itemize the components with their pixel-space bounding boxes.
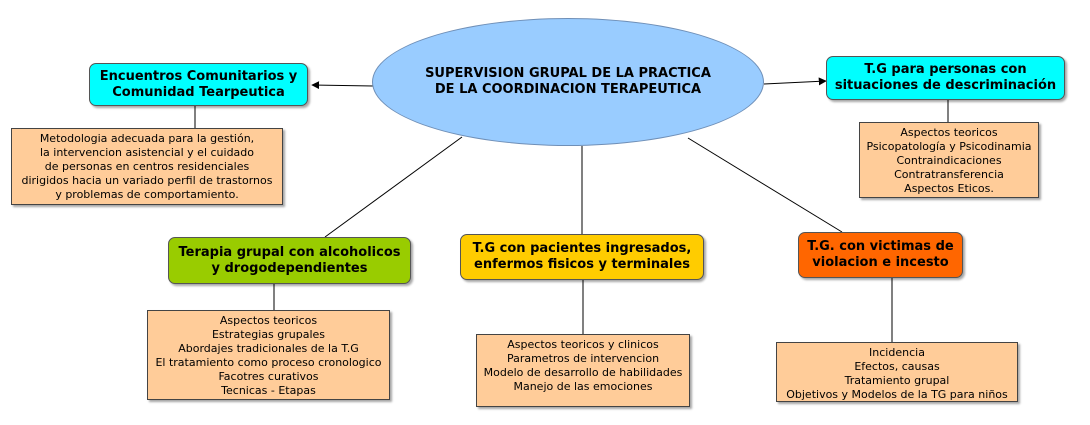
- note-line: Efectos, causas: [854, 360, 940, 373]
- node-alcoholicos: Terapia grupal con alcoholicos y drogode…: [168, 237, 411, 284]
- note-line: dirigidos hacia un variado perfil de tra…: [21, 174, 273, 187]
- line-to-violacion: [687, 137, 843, 233]
- note-line: de personas en centros residenciales: [44, 160, 250, 173]
- note-line: Facotres curativos: [218, 370, 319, 383]
- note-line: Contraindicaciones: [896, 154, 1002, 167]
- note-alcoholicos: Aspectos teoricos Estrategias grupales A…: [147, 310, 390, 400]
- note-line: Aspectos teoricos: [900, 126, 998, 139]
- arrow-to-discriminacion: [763, 77, 827, 86]
- note-line: Estrategias grupales: [211, 328, 326, 341]
- central-topic: SUPERVISION GRUPAL DE LA PRACTICA DE LA …: [372, 18, 764, 146]
- note-discriminacion: Aspectos teoricos Psicopatología y Psico…: [859, 122, 1039, 198]
- note-line: Parametros de intervencion: [506, 352, 660, 365]
- note-line: Metodologia adecuada para la gestión,: [39, 132, 255, 145]
- node-violacion: T.G. con victimas de violacion e incesto: [798, 232, 963, 278]
- note-line: Tratamiento grupal: [844, 374, 950, 387]
- note-line: Tecnicas - Etapas: [221, 384, 316, 397]
- arrow-to-encuentros: [311, 81, 374, 90]
- node-encuentros: Encuentros Comunitarios y Comunidad Tear…: [89, 63, 308, 106]
- note-line: Abordajes tradicionales de la T.G: [178, 342, 359, 355]
- note-line: Aspectos teoricos: [219, 314, 318, 327]
- note-line: Aspectos Eticos.: [904, 182, 994, 195]
- note-encuentros: Metodologia adecuada para la gestión, la…: [11, 128, 283, 205]
- note-line: Aspectos teoricos y clinicos: [507, 338, 659, 351]
- note-line: El tratamiento como proceso cronologico: [155, 356, 382, 369]
- note-line: la intervencion asistencial y el cuidado: [39, 146, 255, 159]
- note-ingresados: Aspectos teoricos y clinicos Parametros …: [476, 334, 690, 407]
- line-to-alcoholicos: [324, 136, 463, 238]
- node-ingresados: T.G con pacientes ingresados, enfermos f…: [460, 234, 704, 280]
- node-discriminacion: T.G para personas con situaciones de des…: [826, 56, 1065, 100]
- note-line: Manejo de las emociones: [513, 380, 653, 393]
- note-line: Psicopatología y Psicodinamia: [866, 140, 1032, 153]
- note-line: Objetivos y Modelos de la TG para niños: [786, 388, 1008, 401]
- note-line: Modelo de desarrollo de habilidades: [483, 366, 683, 379]
- note-line: y problemas de comportamiento.: [55, 188, 239, 201]
- note-line: Incidencia: [869, 346, 925, 359]
- note-line: Contratransferencia: [894, 168, 1004, 181]
- note-violacion: Incidencia Efectos, causas Tratamiento g…: [776, 342, 1018, 402]
